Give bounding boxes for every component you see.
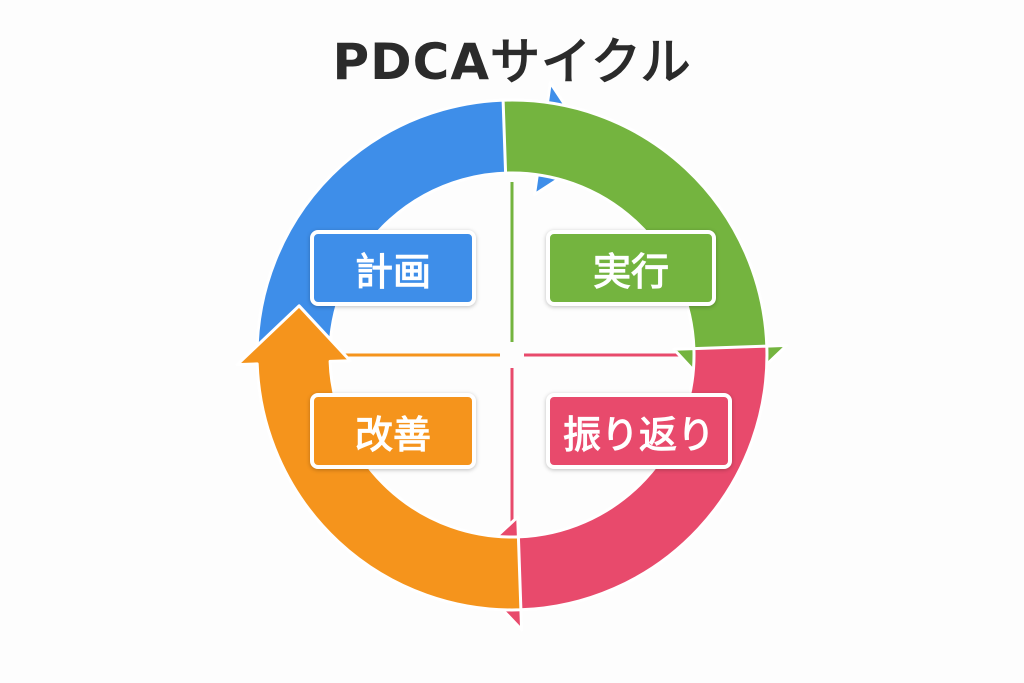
stage-box-review: 振り返り	[546, 393, 732, 469]
diagram-title: PDCAサイクル	[332, 33, 692, 91]
stage-box-plan: 計画	[310, 230, 476, 306]
stage-box-improve: 改善	[310, 393, 476, 469]
arrow-improve-icon	[235, 304, 523, 612]
stage-box-do: 実行	[546, 230, 716, 306]
